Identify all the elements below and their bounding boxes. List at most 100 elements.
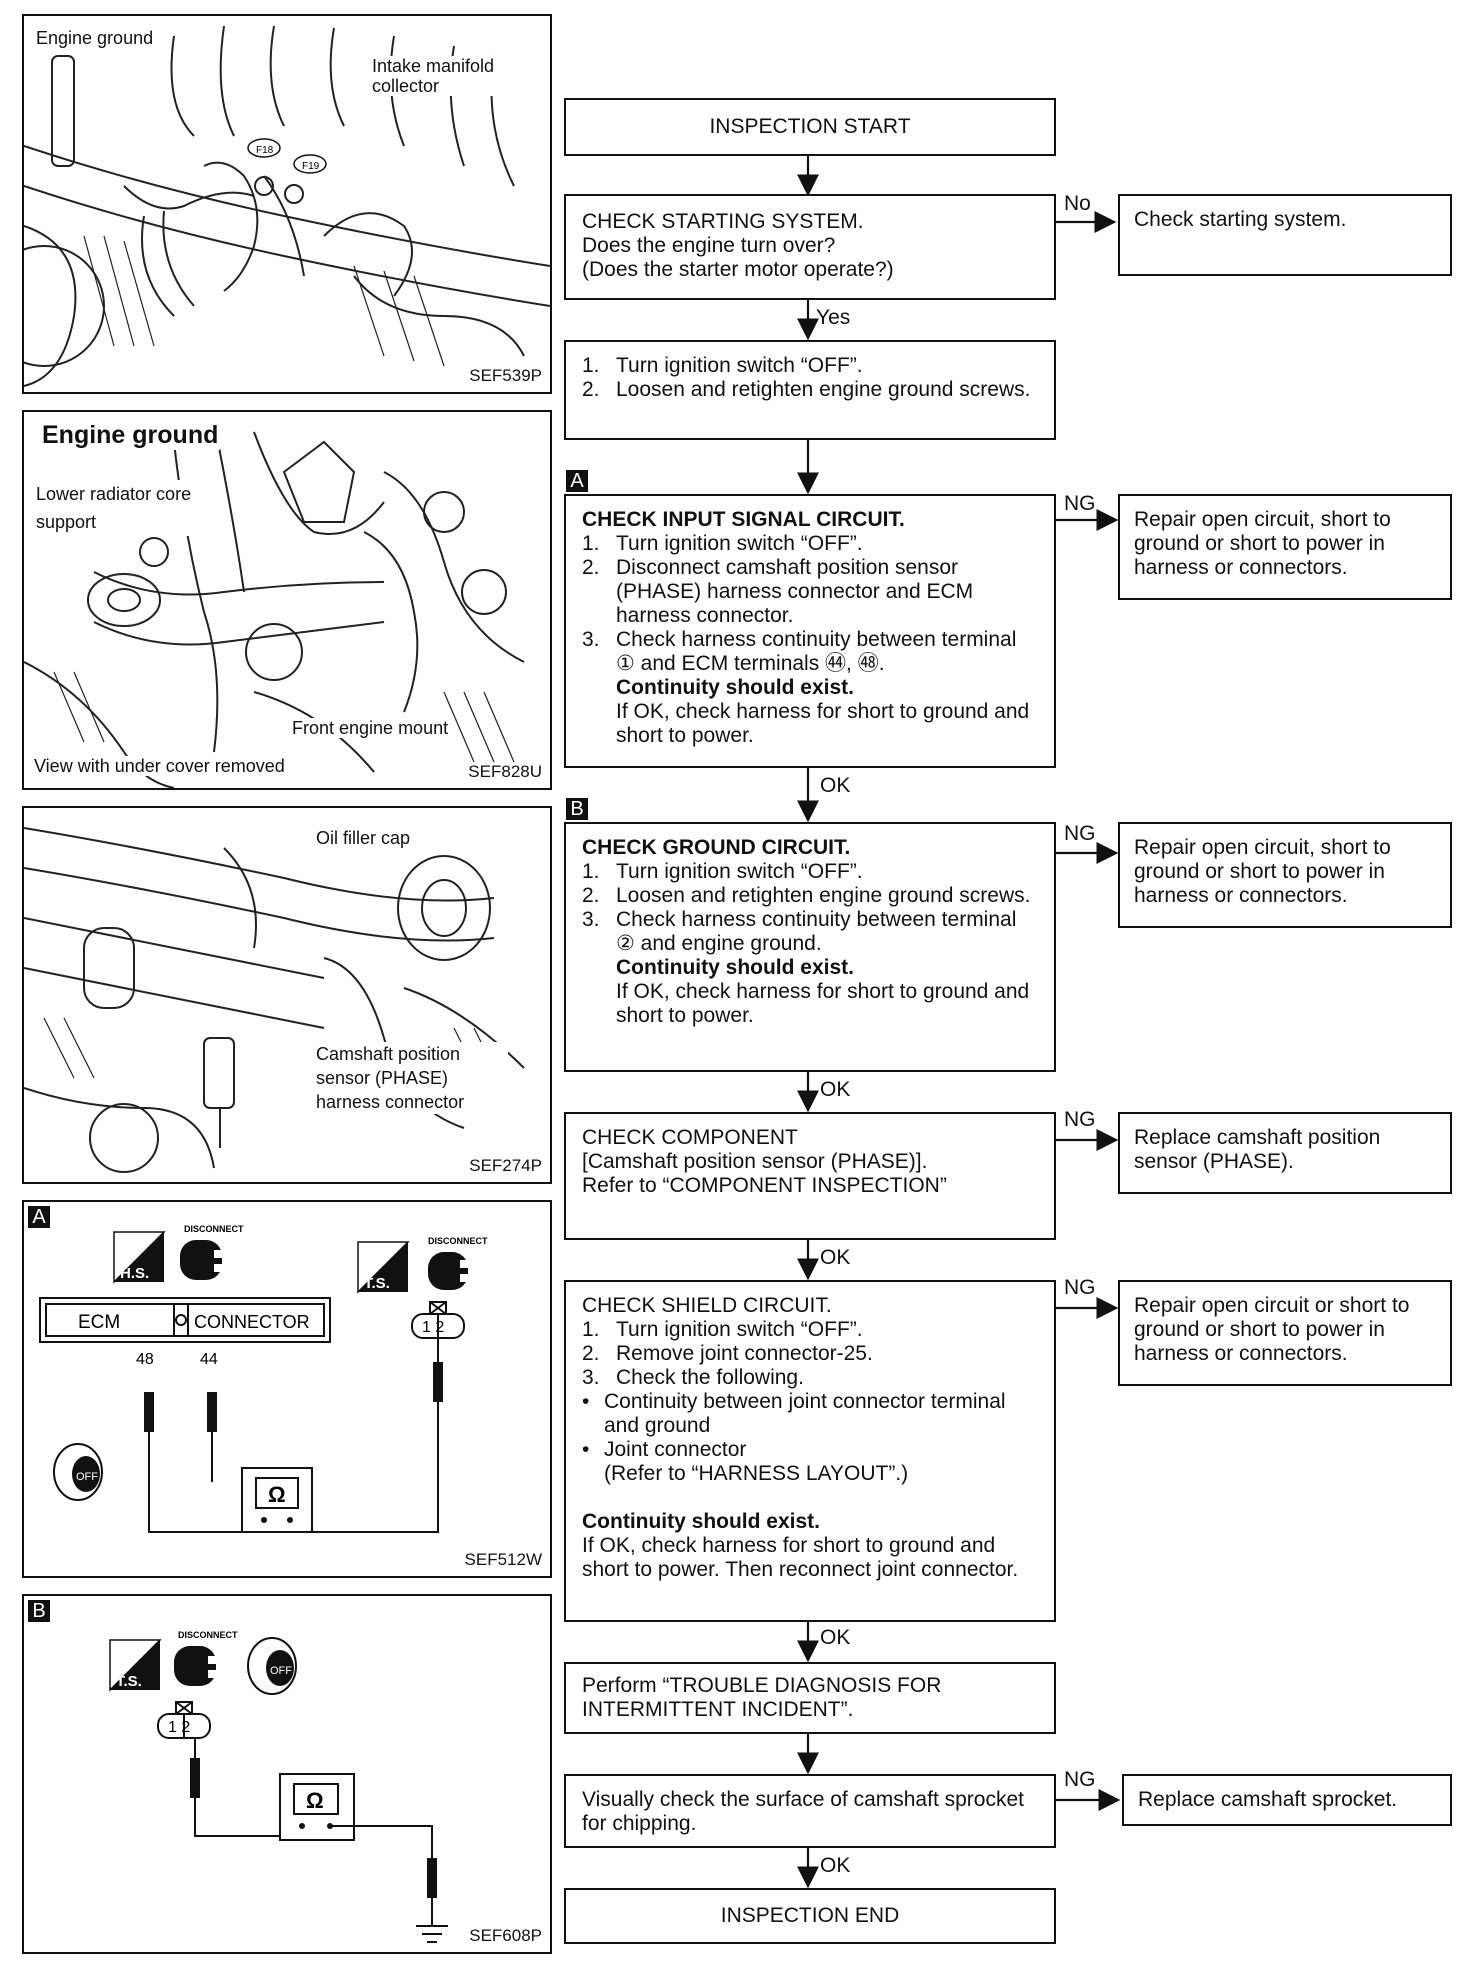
step-title: CHECK GROUND CIRCUIT.: [582, 836, 851, 859]
replace-sprocket-result: Replace camshaft sprocket.: [1122, 1774, 1452, 1826]
step-line: Refer to “COMPONENT INSPECTION”: [582, 1174, 947, 1197]
trouble-diagnosis-box: Perform “TROUBLE DIAGNOSIS FOR INTERMITT…: [564, 1662, 1056, 1734]
result-text: Check starting system.: [1134, 208, 1347, 231]
branch-ng-label: NG: [1064, 1276, 1096, 1299]
wiring-diagram-a: H.S. T.S. DISCONNECT DISCONNECT ECM CONN…: [39, 1224, 488, 1533]
engine-mount-illustration: [23, 421, 525, 789]
inspection-end-label: INSPECTION END: [720, 1904, 900, 1927]
item-text: Remove joint connector-25.: [616, 1342, 873, 1365]
item-number: 1.: [582, 532, 600, 555]
list-item: 1. Turn ignition switch “OFF”.: [582, 532, 1040, 556]
check-shield-circuit-box: CHECK SHIELD CIRCUIT. 1. Turn ignition sw…: [564, 1280, 1056, 1622]
step-line: Does the engine turn over?: [582, 234, 836, 257]
figure-camshaft-sensor-connector: Oil filler cap Camshaft position sensor …: [22, 806, 552, 1184]
list-item: 2. Loosen and retighten engine ground scr…: [582, 884, 1040, 908]
item-number: 2.: [582, 884, 600, 907]
step-line: CHECK COMPONENT: [582, 1126, 798, 1149]
svg-text:OFF: OFF: [76, 1471, 98, 1483]
label-oil-filler-cap: Oil filler cap: [314, 828, 413, 848]
pin-48-label: 48: [136, 1351, 154, 1368]
figure-engine-ground-front: Engine ground Lower radiator core suppor…: [22, 410, 552, 790]
disconnect-label: DISCONNECT: [184, 1224, 244, 1234]
list-item: 2.Loosen and retighten engine ground scr…: [582, 378, 1040, 402]
ohm-label: Ω: [306, 1788, 324, 1813]
check-input-signal-circuit-box: CHECK INPUT SIGNAL CIRCUIT. 1. Turn ignit…: [564, 494, 1056, 768]
camshaft-sensor-illustration: [23, 827, 525, 1173]
step-title: CHECK INPUT SIGNAL CIRCUIT.: [582, 508, 905, 531]
wiring-diagram-b: T.S. DISCONNECT OFF 1 2 Ω: [109, 1630, 448, 1943]
continuity-note: Continuity should exist.: [582, 1510, 821, 1533]
label-camshaft-sensor-connector: Camshaft position sensor (PHASE) harness…: [314, 1042, 508, 1114]
result-text: Repair open circuit, short to ground or …: [1134, 836, 1391, 907]
item-number: 3.: [582, 628, 600, 651]
ecm-label: ECM: [78, 1312, 120, 1333]
svg-text:OFF: OFF: [270, 1665, 292, 1677]
ignition-off-retighten-box: 1. Turn ignition switch “OFF”. 2.Loosen a…: [564, 340, 1056, 440]
check-starting-system-result: Check starting system.: [1118, 194, 1452, 276]
list-item: 1. Turn ignition switch “OFF”.: [582, 1318, 1040, 1342]
branch-ok-label: OK: [820, 1854, 851, 1877]
item-number: 2.: [582, 378, 600, 401]
short-check-note: If OK, check harness for short to ground…: [616, 700, 1030, 747]
pin-44-label: 44: [200, 1351, 218, 1368]
step-text: Perform “TROUBLE DIAGNOSIS FOR INTERMITT…: [582, 1674, 942, 1721]
figure-b-ground-test: B T.S. DISCONNECT OFF: [22, 1594, 552, 1954]
result-text: Replace camshaft position sensor (PHASE)…: [1134, 1126, 1381, 1173]
branch-ok-label: OK: [820, 774, 851, 797]
figure-a-input-signal-test: A H.S. T.S. DISCONNECT DISCONNECT: [22, 1200, 552, 1578]
item-text: Turn ignition switch “OFF”.: [616, 354, 863, 377]
step-title: CHECK SHIELD CIRCUIT.: [582, 1294, 832, 1317]
bullet-icon: •: [582, 1438, 590, 1461]
ts-label: T.S.: [116, 1673, 142, 1690]
figure-code: SEF608P: [469, 1926, 542, 1945]
connector-f18-label: F18: [256, 145, 274, 156]
branch-ng-label: NG: [1064, 822, 1096, 845]
list-item: 2. Remove joint connector-25.: [582, 1342, 1040, 1366]
item-text: Continuity between joint connector termi…: [604, 1390, 1006, 1437]
inspection-start-label: INSPECTION START: [709, 115, 911, 138]
visual-check-sprocket-box: Visually check the surface of camshaft s…: [564, 1774, 1056, 1848]
figure-code: SEF512W: [464, 1550, 542, 1569]
branch-ng-label: NG: [1064, 1108, 1096, 1131]
bullet-icon: •: [582, 1390, 590, 1413]
branch-ok-label: OK: [820, 1626, 851, 1649]
short-check-note: If OK, check harness for short to ground…: [582, 1534, 1019, 1581]
engine-ground-illustration: F18 F19: [0, 25, 551, 387]
pins-label: 1 2: [168, 1719, 190, 1736]
item-number: 1.: [582, 354, 600, 377]
item-number: 1.: [582, 1318, 600, 1341]
item-text: Check harness continuity between termina…: [616, 908, 1017, 955]
connector-label: CONNECTOR: [194, 1312, 310, 1332]
result-text: Repair open circuit or short to ground o…: [1134, 1294, 1410, 1365]
disconnect-label: DISCONNECT: [178, 1630, 238, 1640]
hs-label: H.S.: [120, 1265, 149, 1282]
figure-code: SEF274P: [469, 1156, 542, 1175]
item-text: Disconnect camshaft position sensor (PHA…: [616, 556, 974, 627]
continuity-note: Continuity should exist.: [616, 956, 855, 979]
branch-ng-label: NG: [1064, 1768, 1096, 1791]
step-text: Visually check the surface of camshaft s…: [582, 1788, 1024, 1835]
figure-code: SEF539P: [469, 366, 542, 385]
item-text: Turn ignition switch “OFF”.: [616, 532, 863, 555]
ts-label: T.S.: [364, 1275, 390, 1292]
step-line: (Does the starter motor operate?): [582, 258, 894, 281]
item-text: Turn ignition switch “OFF”.: [616, 1318, 863, 1341]
check-component-box: CHECK COMPONENT [Camshaft position senso…: [564, 1112, 1056, 1240]
figure-code: SEF828U: [468, 762, 542, 781]
result-text: Repair open circuit, short to ground or …: [1134, 508, 1391, 579]
step-a-tag: A: [566, 470, 588, 492]
item-text: Check harness continuity between termina…: [616, 628, 1017, 675]
figure-engine-ground-intake: F18 F19 Engine ground Intake manifold co…: [0, 14, 552, 394]
step-line: CHECK STARTING SYSTEM.: [582, 210, 864, 233]
label-intake-manifold: Intake manifold collector: [370, 56, 514, 96]
label-front-engine-mount: Front engine mount: [290, 718, 451, 738]
item-text: Check the following.: [616, 1366, 804, 1389]
item-text: Loosen and retighten engine ground screw…: [616, 884, 1031, 907]
item-text: Turn ignition switch “OFF”.: [616, 860, 863, 883]
list-item: 3. Check harness continuity between termi…: [582, 628, 1040, 676]
item-number: 2.: [582, 1342, 600, 1365]
item-number: 3.: [582, 908, 600, 931]
ohm-label: Ω: [268, 1482, 286, 1507]
repair-shield-result: Repair open circuit or short to ground o…: [1118, 1280, 1452, 1386]
bullet-item: •Joint connector: [582, 1438, 1040, 1462]
